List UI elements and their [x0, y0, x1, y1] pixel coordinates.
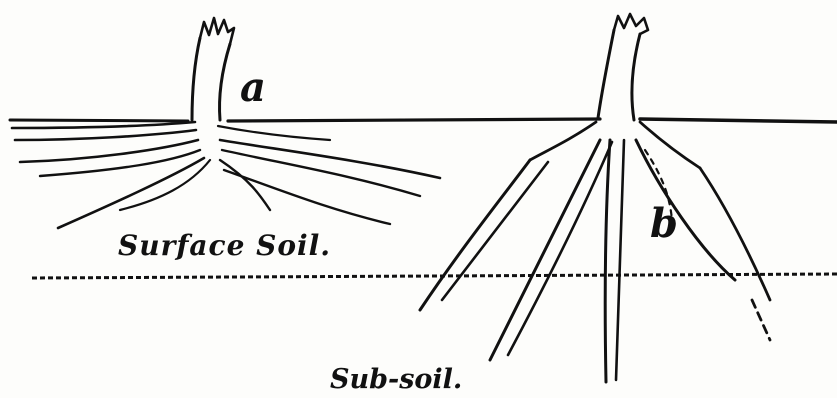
label-b: b	[650, 204, 678, 244]
plant-b-roots	[420, 14, 770, 382]
label-a: a	[240, 68, 266, 108]
subsoil-boundary-line	[32, 274, 837, 278]
plant-a-roots	[12, 18, 440, 228]
label-sub-soil: Sub-soil.	[330, 366, 462, 393]
surface-line	[10, 119, 837, 122]
label-surface-soil: Surface Soil.	[118, 232, 331, 260]
